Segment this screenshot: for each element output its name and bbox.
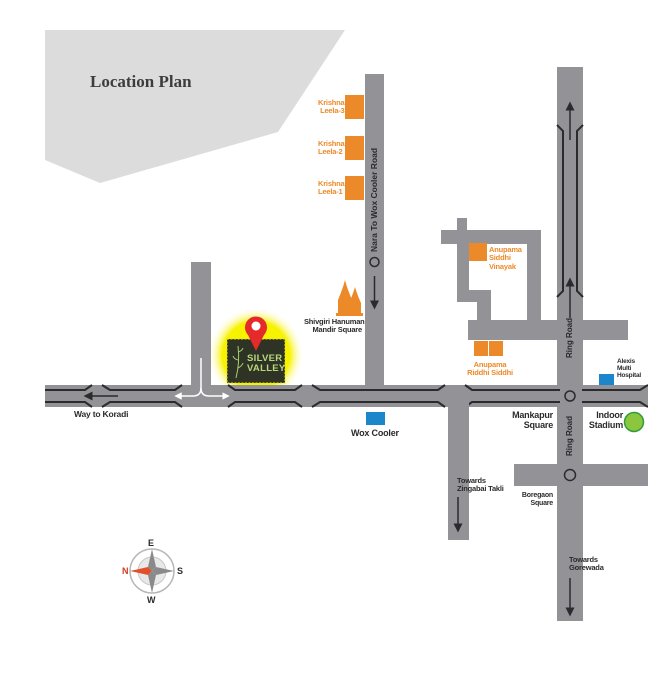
- label-line: Mandir Square: [312, 325, 363, 335]
- label-line: SILVER: [247, 353, 283, 364]
- label-boregaon-square: Boregaon Square: [515, 492, 553, 507]
- building-anupama-siddhi-vinayak: [469, 243, 487, 261]
- label-line: Shivgiri Hanuman: [304, 317, 365, 326]
- label-line: Hospital: [617, 372, 642, 380]
- compass-north: N: [122, 566, 129, 576]
- label-mankapur-square: Mankapur Square: [508, 410, 554, 431]
- compass-south: S: [177, 566, 184, 576]
- label-line: Zingabai Takli: [457, 484, 504, 494]
- label-line: Indoor: [596, 410, 623, 420]
- wox-cooler-marker: [366, 412, 385, 425]
- label-line: Alexis: [617, 358, 635, 365]
- temple-icon: [336, 280, 363, 316]
- label-line: Anupama: [473, 360, 507, 369]
- indoor-stadium-marker: [623, 411, 645, 433]
- label-indoor-stadium: Indoor Stadium: [586, 410, 623, 431]
- label-line: Square: [523, 419, 554, 430]
- ring-road-lanes: [556, 124, 584, 298]
- label-line: Vinayak: [489, 261, 516, 271]
- label-shivgiri-hanuman: Shivgiri Hanuman Mandir Square: [304, 317, 365, 335]
- building-krishna-leela-1: [345, 176, 364, 200]
- anupama-roads: [441, 218, 628, 340]
- label-line: Riddhi Siddhi: [467, 368, 513, 378]
- boregaon-crossroad: [514, 464, 648, 486]
- label-line: VALLEY: [247, 362, 286, 374]
- page-title: Location Plan: [90, 72, 192, 91]
- label-krishna-leela-2: Krishna Leela-2: [318, 139, 345, 157]
- label-line: Leela-3: [320, 106, 345, 116]
- label-line: Krishna: [318, 179, 345, 188]
- label-line: Towards: [457, 476, 486, 485]
- label-line: Boregaon: [521, 492, 553, 499]
- mankapur-roundabout: [564, 390, 576, 402]
- buildings: [345, 95, 503, 356]
- label-line: Gorewada: [569, 563, 604, 573]
- compass-west: W: [147, 595, 156, 605]
- alexis-hospital-marker: [599, 374, 614, 385]
- building-anupama-riddhi-1: [474, 341, 488, 356]
- building-anupama-riddhi-2: [489, 341, 503, 356]
- compass-icon: [129, 548, 175, 594]
- leaf-icon: [232, 345, 244, 379]
- label-line: Krishna: [318, 139, 345, 148]
- label-line: Siddhi: [489, 253, 511, 263]
- building-krishna-leela-3: [345, 95, 364, 119]
- label-line: Anupama: [489, 245, 522, 254]
- label-krishna-leela-1: Krishna Leela-1: [318, 179, 345, 197]
- zingabai-road: [448, 400, 469, 540]
- nara-road-roundabout: [369, 256, 380, 268]
- label-line: Towards: [569, 555, 598, 564]
- location-pin-icon: [245, 316, 267, 351]
- junction-arrows: [174, 358, 230, 400]
- label-line: Square: [530, 499, 553, 507]
- boregaon-roundabout: [563, 468, 577, 482]
- label-line: Mankapur: [512, 410, 553, 420]
- label-line: Stadium: [588, 419, 623, 430]
- compass-east: E: [148, 538, 155, 548]
- silver-valley-logo-text: SILVER VALLEY: [247, 354, 286, 374]
- label-line: Leela-1: [318, 187, 343, 197]
- label-alexis-hospital: Alexis Multi Hospital: [617, 358, 641, 379]
- left-road: [191, 262, 211, 386]
- label-ring-road-upper: Ring Road: [565, 318, 574, 358]
- title-panel: [45, 30, 345, 183]
- main-road-lanes: [45, 384, 648, 408]
- nara-wox-road: [365, 74, 384, 386]
- label-gorewada: Towards Gorewada: [569, 555, 604, 573]
- label-line: Krishna: [318, 98, 345, 107]
- label-anupama-riddhi-siddhi: Anupama Riddhi Siddhi: [462, 360, 518, 378]
- building-krishna-leela-2: [345, 136, 364, 160]
- label-zingabai-takli: Towards Zingabai Takli: [457, 476, 504, 494]
- label-ring-road-lower: Ring Road: [565, 416, 574, 456]
- main-road: [45, 385, 648, 407]
- label-wox-cooler: Wox Cooler: [351, 428, 399, 438]
- label-way-to-koradi: Way to Koradi: [74, 409, 129, 419]
- label-line: Multi: [617, 365, 632, 373]
- label-nara-wox-road: Nara To Wox Cooler Road: [369, 147, 379, 252]
- label-line: Leela-2: [318, 147, 343, 157]
- label-anupama-siddhi-vinayak: Anupama Siddhi Vinayak: [489, 245, 522, 271]
- label-krishna-leela-3: Krishna Leela-3: [318, 98, 345, 116]
